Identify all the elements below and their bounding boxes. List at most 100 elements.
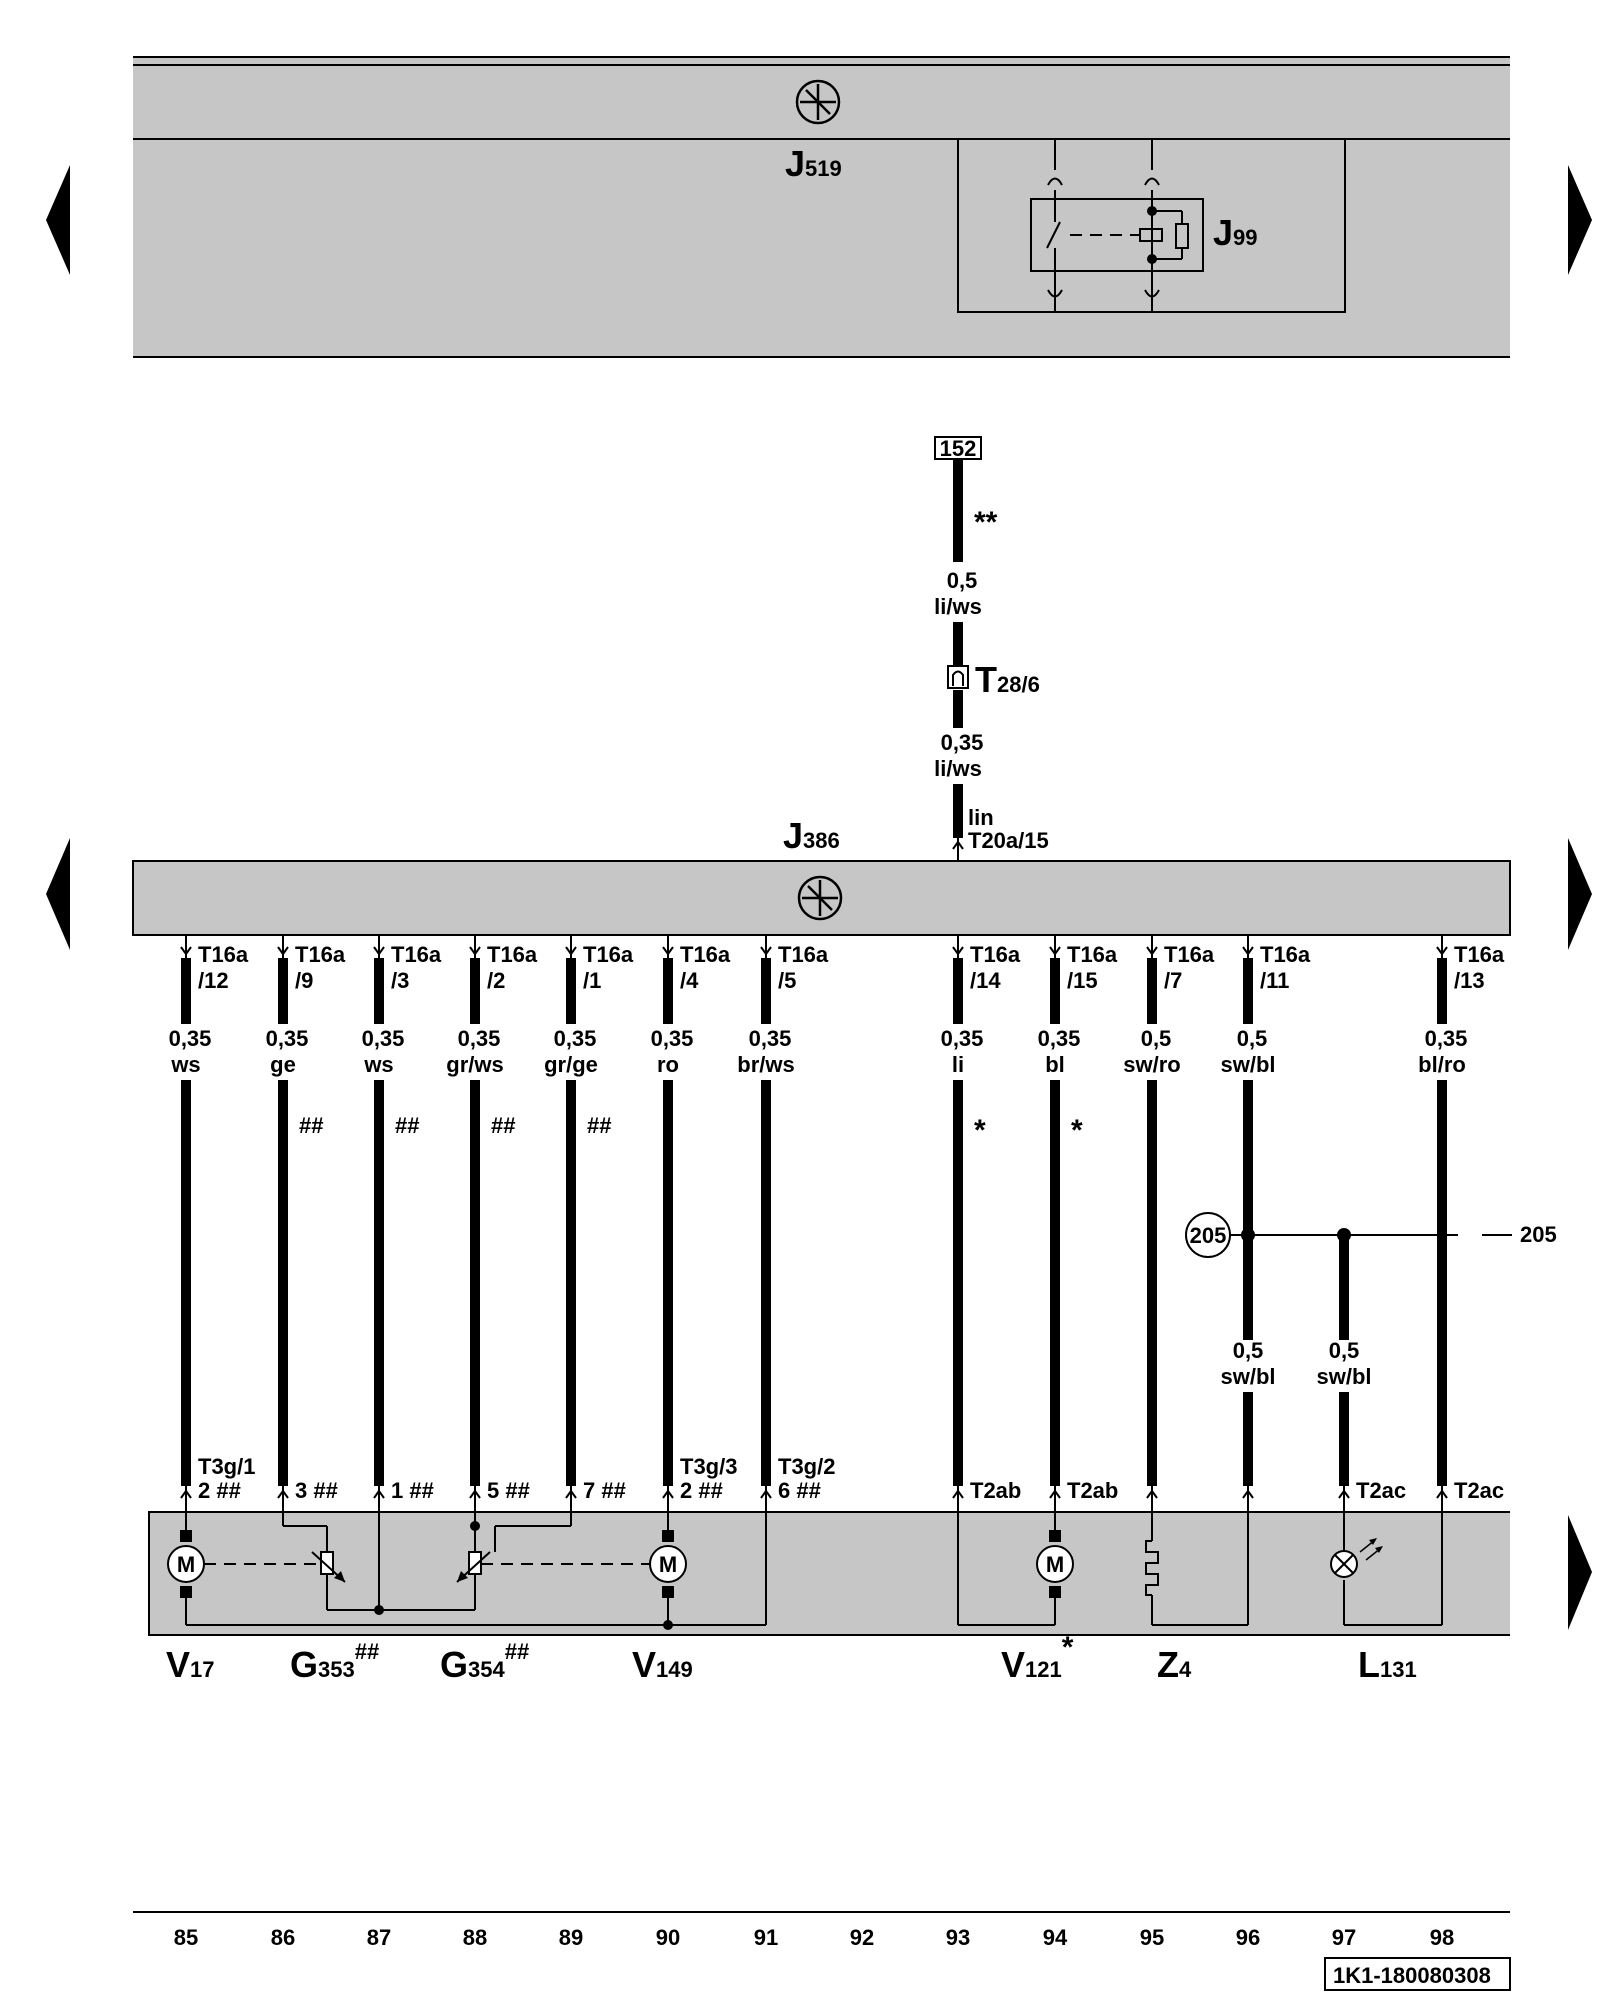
relay-j99: J99 bbox=[957, 139, 1346, 313]
wire-bottom-pin-label: 6 ## bbox=[778, 1478, 821, 1503]
wire-connector-label: T16a bbox=[391, 942, 442, 967]
heater-z4-icon bbox=[1145, 1540, 1159, 1596]
wire-connector-label: T16a bbox=[778, 942, 829, 967]
lin-label: lin bbox=[968, 805, 994, 830]
component-block: M M M bbox=[148, 1486, 1510, 1636]
column-number: 88 bbox=[463, 1925, 487, 1950]
component-label-g353: G353## bbox=[290, 1639, 379, 1685]
wire-11: T16a/110,5sw/bl bbox=[1220, 935, 1311, 1512]
motor-letter: M bbox=[1046, 1552, 1064, 1577]
wire-size-label: 0,5 bbox=[1237, 1026, 1268, 1051]
wire-bottom-pin-label: T2ab bbox=[970, 1478, 1021, 1503]
wire-connector-label: T16a bbox=[583, 942, 634, 967]
top-wire-color1: li/ws bbox=[934, 594, 982, 619]
wire-pin-label: /12 bbox=[198, 968, 229, 993]
wire-connector-label: T16a bbox=[1454, 942, 1505, 967]
wire-bottom-connector-label: T3g/3 bbox=[680, 1454, 737, 1479]
wire-color-label: gr/ws bbox=[446, 1052, 503, 1077]
wire-size-label: 0,35 bbox=[1038, 1026, 1081, 1051]
top-wire-color2: li/ws bbox=[934, 756, 982, 781]
column-number: 95 bbox=[1140, 1925, 1164, 1950]
wire-color-label: li bbox=[952, 1052, 964, 1077]
wire-size-label: 0,35 bbox=[169, 1026, 212, 1051]
wire-size-label: 0,35 bbox=[749, 1026, 792, 1051]
wire-bottom-pin-label: 2 ## bbox=[198, 1478, 241, 1503]
column-number: 89 bbox=[559, 1925, 583, 1950]
wire-size-label: 0,35 bbox=[458, 1026, 501, 1051]
wire-bottom-pin-label: 7 ## bbox=[583, 1478, 626, 1503]
top-wire-size1: 0,5 bbox=[947, 568, 978, 593]
wire-pin-label: /13 bbox=[1454, 968, 1485, 993]
control-unit-icon bbox=[795, 79, 841, 125]
top-wire-stars: ** bbox=[974, 506, 998, 539]
column-number: 85 bbox=[174, 1925, 198, 1950]
prev-page-arrow-icon-mid[interactable] bbox=[46, 838, 70, 950]
motor-letter: M bbox=[659, 1552, 677, 1577]
column-number: 97 bbox=[1332, 1925, 1356, 1950]
wire-size-label: 0,35 bbox=[362, 1026, 405, 1051]
component-label-v149: V149 bbox=[632, 1644, 693, 1685]
wire-bottom-pin-label: T2ab bbox=[1067, 1478, 1118, 1503]
wire-connector-label: T16a bbox=[1260, 942, 1311, 967]
prev-page-arrow-icon[interactable] bbox=[46, 165, 70, 275]
wire-size-label: 0,35 bbox=[941, 1026, 984, 1051]
junction-right-label: 205 bbox=[1520, 1222, 1557, 1247]
wire-mark: * bbox=[974, 1114, 986, 1147]
wire-size-label: 0,35 bbox=[554, 1026, 597, 1051]
wire-size-label: 0,35 bbox=[266, 1026, 309, 1051]
wire-pin-label: /11 bbox=[1260, 968, 1289, 993]
wire-pin-label: /5 bbox=[778, 968, 796, 993]
wire-color-label: bl bbox=[1045, 1052, 1065, 1077]
wire-mark: * bbox=[1071, 1114, 1083, 1147]
column-number: 86 bbox=[271, 1925, 295, 1950]
wire-connector-label: T16a bbox=[198, 942, 249, 967]
wire-bottom-pin-label: T2ac bbox=[1454, 1478, 1504, 1503]
lin-pin-label: T20a/15 bbox=[968, 828, 1049, 853]
component-label-v17: V17 bbox=[166, 1644, 215, 1685]
doc-id: 1K1-180080308 bbox=[1333, 1963, 1491, 1988]
next-page-arrow-icon-bottom[interactable] bbox=[1568, 1515, 1592, 1630]
top-wire: 152 ** 0,5 li/ws T28/6 0,35 li/ws lin T2… bbox=[934, 436, 1049, 861]
component-label-z4: Z4 bbox=[1157, 1644, 1192, 1685]
next-page-arrow-icon[interactable] bbox=[1568, 165, 1592, 275]
component-label-g354: G354## bbox=[440, 1639, 529, 1685]
junction-circle-label: 205 bbox=[1190, 1223, 1227, 1248]
connector-t28-label: T28/6 bbox=[975, 659, 1040, 700]
wire-bottom-pin-label: 1 ## bbox=[391, 1478, 434, 1503]
wire-size-label: 0,35 bbox=[651, 1026, 694, 1051]
wire-mark: ## bbox=[491, 1113, 515, 1138]
component-label-l131: L131 bbox=[1358, 1644, 1417, 1685]
column-number: 90 bbox=[656, 1925, 680, 1950]
wire96-color: sw/bl bbox=[1220, 1364, 1275, 1389]
wire-size-label: 0,5 bbox=[1141, 1026, 1172, 1051]
wire-mark: ## bbox=[587, 1113, 611, 1138]
column-number: 94 bbox=[1043, 1925, 1068, 1950]
wire-color-label: sw/bl bbox=[1220, 1052, 1275, 1077]
junction-205: 205 205 0,5 sw/bl 0,5 sw/bl T2ac bbox=[1185, 1212, 1557, 1512]
wire-connector-label: T16a bbox=[1067, 942, 1118, 967]
potentiometer-g353-icon bbox=[204, 1551, 346, 1583]
component-label-v121: V121* bbox=[1001, 1631, 1074, 1685]
ref-box-label: 152 bbox=[940, 436, 977, 461]
next-page-arrow-icon-mid[interactable] bbox=[1568, 838, 1592, 950]
wire-pin-label: /7 bbox=[1164, 968, 1182, 993]
wire-bottom-pin-label: 5 ## bbox=[487, 1478, 530, 1503]
wire-color-label: ws bbox=[170, 1052, 200, 1077]
component-labels: V17 G353## G354## V149 V121* Z4 L131 bbox=[166, 1631, 1417, 1685]
module-j519: J519 J99 bbox=[133, 56, 1510, 358]
wire-mark: ## bbox=[395, 1113, 419, 1138]
column-number: 92 bbox=[850, 1925, 874, 1950]
wire-color-label: ro bbox=[657, 1052, 679, 1077]
wire-pin-label: /1 bbox=[583, 968, 601, 993]
motor-letter: M bbox=[177, 1552, 195, 1577]
